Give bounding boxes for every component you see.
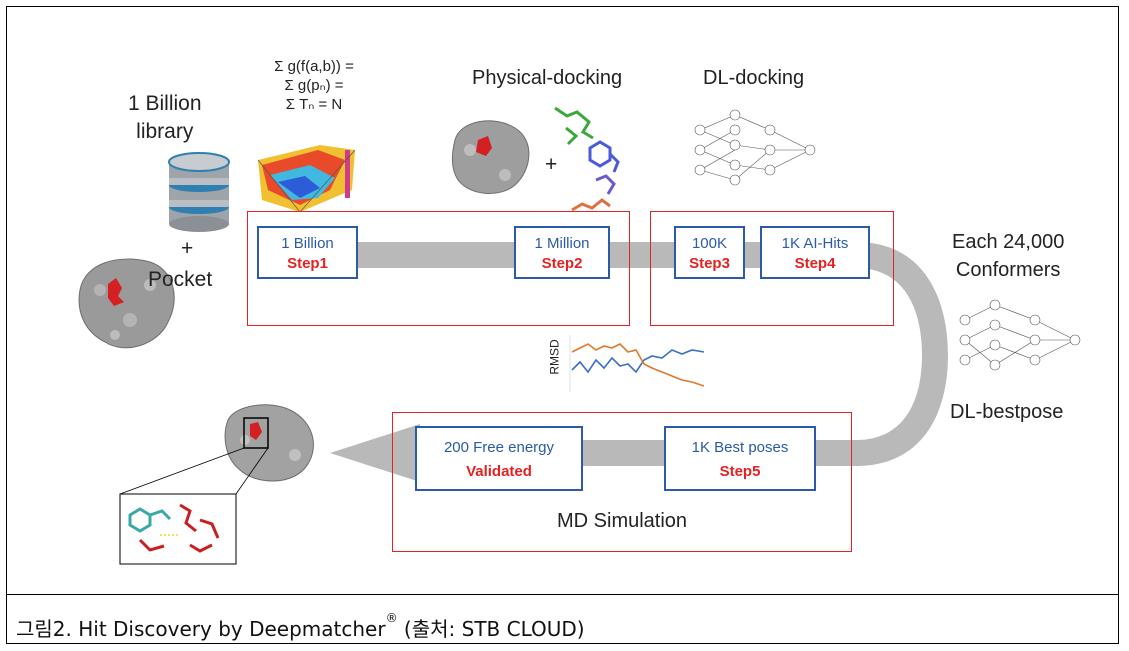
plus-sign-docking: + [545, 153, 558, 176]
step4-box: 1K AI-Hits Step4 [760, 226, 870, 279]
caption-main: 그림2. Hit Discovery by Deepmatcher [16, 617, 386, 641]
step3-label: Step3 [689, 255, 730, 272]
caption-registered-mark: ® [385, 611, 398, 625]
step3-count: 100K [691, 235, 728, 252]
validated-label: Validated [466, 463, 532, 480]
step2-box: 1 Million Step2 [514, 226, 610, 279]
figure-frame [6, 6, 1119, 644]
caption-source: (출처: STB CLOUD) [397, 617, 585, 641]
docking-protein-icon [451, 120, 530, 195]
plus-sign-left: + [181, 237, 194, 260]
formula-line-2: Σ g(pₙ) = [284, 77, 344, 94]
step5-count: 1K Best poses [691, 439, 789, 456]
md-simulation-label: MD Simulation [557, 510, 688, 532]
dl-docking-network-icon [694, 109, 816, 186]
energy-landscape-plot [257, 145, 356, 213]
ligand-molecules-icon [554, 106, 620, 212]
step2-count: 1 Million [534, 235, 590, 252]
validated-count: 200 Free energy [443, 439, 555, 456]
protein-pocket-icon [78, 258, 175, 349]
step4-count: 1K AI-Hits [781, 235, 849, 252]
binding-pose-protein-icon [119, 404, 314, 565]
step1-count: 1 Billion [281, 235, 334, 252]
stage-box-dl [650, 211, 894, 326]
dl-bestpose-label: DL-bestpose [950, 401, 1064, 423]
formula-line-1: Σ g(f(a,b)) = [274, 58, 354, 75]
step5-box: 1K Best poses Step5 [664, 426, 816, 491]
caption-row [6, 594, 1119, 644]
physical-docking-title: Physical-docking [472, 67, 623, 89]
stage-box-md [392, 412, 852, 552]
step5-label: Step5 [719, 463, 761, 480]
rmsd-plot [569, 335, 705, 392]
step3-box: 100K Step3 [674, 226, 745, 279]
step4-label: Step4 [794, 255, 836, 272]
figure-caption: 그림2. Hit Discovery by Deepmatcher® (출처: … [16, 611, 585, 642]
validated-box: 200 Free energy Validated [415, 426, 583, 491]
conformers-label: Each 24,000 Conformers [952, 231, 1065, 281]
dl-docking-title: DL-docking [703, 67, 805, 89]
dl-bestpose-network-icon [959, 299, 1081, 371]
database-icon [168, 152, 230, 232]
formula-line-3: Σ Tₙ = N [285, 96, 343, 113]
library-label: 1 Billion library [128, 92, 202, 143]
step2-label: Step2 [541, 255, 583, 272]
step1-label: Step1 [287, 255, 328, 272]
stage-box-physical [247, 211, 630, 326]
pocket-label: Pocket [148, 268, 213, 291]
step1-box: 1 Billion Step1 [257, 226, 358, 279]
